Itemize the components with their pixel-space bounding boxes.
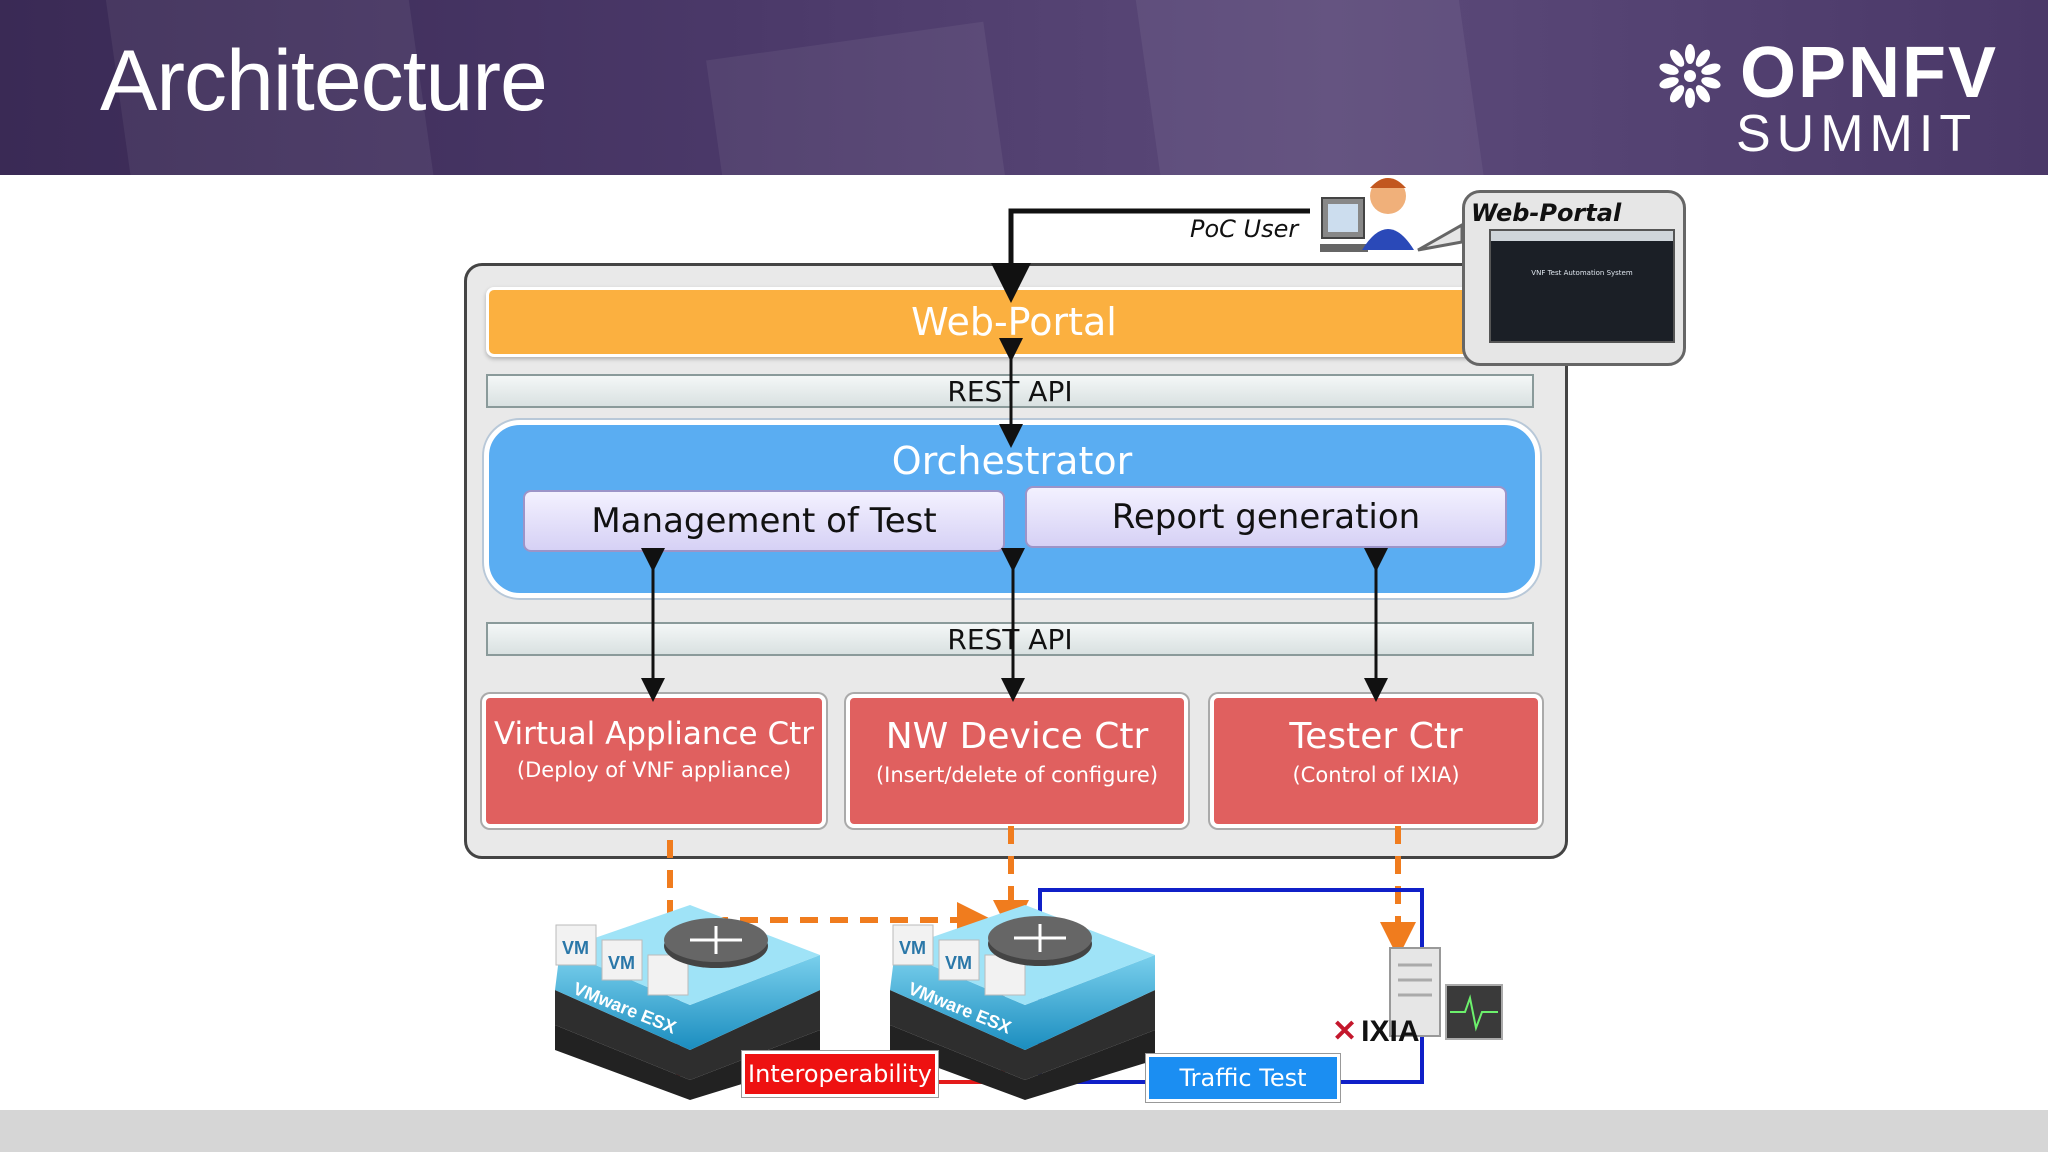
opnfv-logo: OPNFV SUMMIT: [1650, 32, 1996, 163]
slide-header: Architecture OPNFV SUMMIT: [0, 0, 2048, 175]
rest-api-bottom: REST API: [486, 622, 1534, 656]
report-generation-box: Report generation: [1025, 486, 1507, 548]
portal-screenshot: VNF Test Automation System: [1489, 229, 1675, 343]
nw-device-ctr: NW Device Ctr (Insert/delete of configur…: [846, 694, 1188, 828]
header-decoration: [706, 21, 1014, 175]
slide-footer: [0, 1110, 2048, 1152]
web-portal-callout: Web-Portal VNF Test Automation System: [1462, 190, 1686, 366]
ctr-subtitle: (Insert/delete of configure): [875, 763, 1159, 787]
flower-icon: [1658, 44, 1722, 108]
vm-tag: VM: [899, 938, 926, 958]
orchestrator-title: Orchestrator: [891, 439, 1133, 483]
management-of-test-box: Management of Test: [523, 490, 1005, 552]
callout-title: Web-Portal: [1471, 199, 1622, 227]
esx-label: VMware ESX: [905, 978, 1015, 1038]
interoperability-label: Interoperability: [742, 1051, 938, 1097]
virtual-appliance-ctr: Virtual Appliance Ctr (Deploy of VNF app…: [482, 694, 826, 828]
ctr-title: NW Device Ctr: [885, 716, 1149, 757]
vm-tag: VM: [608, 953, 635, 973]
ixia-label: IXIA: [1361, 1015, 1420, 1048]
tester-ctr: Tester Ctr (Control of IXIA): [1210, 694, 1542, 828]
vm-tag: VM: [562, 938, 589, 958]
portal-screenshot-text: VNF Test Automation System: [1531, 269, 1633, 277]
logo-subtitle: SUMMIT: [1736, 105, 1978, 163]
traffic-test-label: Traffic Test: [1146, 1054, 1340, 1102]
rest-api-top: REST API: [486, 374, 1534, 408]
ixia-x-icon: ✕: [1332, 1015, 1358, 1048]
vm-tag: VM: [945, 953, 972, 973]
ctr-subtitle: (Deploy of VNF appliance): [516, 758, 792, 782]
interop-link-left: [676, 975, 745, 1084]
ctr-subtitle: (Control of IXIA): [1292, 763, 1460, 787]
ixia-logo: ✕IXIA: [1332, 1014, 1420, 1049]
ctr-title: Tester Ctr: [1289, 716, 1463, 757]
web-portal-layer: Web-Portal: [486, 287, 1542, 357]
slide-title: Architecture: [100, 33, 548, 129]
poc-user-label: PoC User: [1190, 215, 1299, 243]
header-decoration: [1134, 0, 1486, 175]
logo-wordmark: OPNFV: [1740, 33, 1999, 113]
ctr-title: Virtual Appliance Ctr: [493, 716, 815, 752]
poc-user-icon: [1320, 178, 1414, 252]
browser-bar: [1491, 231, 1673, 241]
esx-label: VMware ESX: [570, 978, 680, 1038]
callout-pointer: [1417, 222, 1464, 252]
